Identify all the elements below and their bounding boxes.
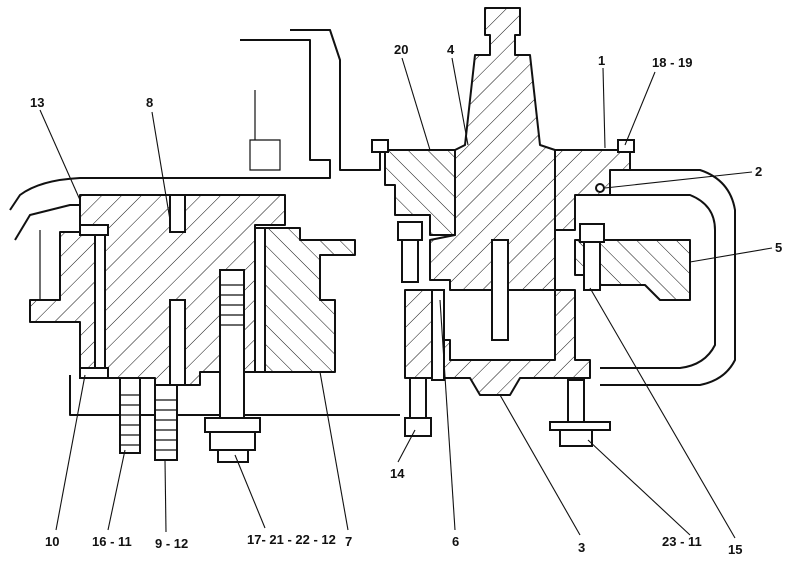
callout-10: 10 xyxy=(45,534,59,549)
callout-20: 20 xyxy=(394,42,408,57)
housing-outline xyxy=(9,29,736,416)
callout-6: 6 xyxy=(452,534,459,549)
callout-3: 3 xyxy=(578,540,585,555)
callout-2: 2 xyxy=(755,164,762,179)
part-4-shaft xyxy=(429,7,556,341)
part-7-ring xyxy=(254,227,356,373)
part-8-block xyxy=(29,194,286,386)
callout-18-19: 18 - 19 xyxy=(652,55,692,70)
callout-17-21-22-12: 17- 21 - 22 - 12 xyxy=(247,532,336,547)
callout-5: 5 xyxy=(775,240,782,255)
studs-group xyxy=(119,269,261,463)
part-13-10-bushing xyxy=(79,224,109,379)
callout-1: 1 xyxy=(598,53,605,68)
leader-lines xyxy=(39,57,773,539)
callout-23-11: 23 - 11 xyxy=(662,534,702,549)
callout-14: 14 xyxy=(390,466,405,481)
callout-15: 15 xyxy=(728,542,742,557)
part-20-1-cap xyxy=(371,139,635,236)
callout-13: 13 xyxy=(30,95,44,110)
callout-9-12: 9 - 12 xyxy=(155,536,188,551)
callout-7: 7 xyxy=(345,534,352,549)
callout-4: 4 xyxy=(447,42,455,57)
callout-labels: 13 8 20 4 1 18 - 19 2 5 14 10 16 - 11 9 … xyxy=(30,42,782,557)
cap-screws xyxy=(397,221,611,447)
callout-8: 8 xyxy=(146,95,153,110)
callout-16-11: 16 - 11 xyxy=(92,534,132,549)
